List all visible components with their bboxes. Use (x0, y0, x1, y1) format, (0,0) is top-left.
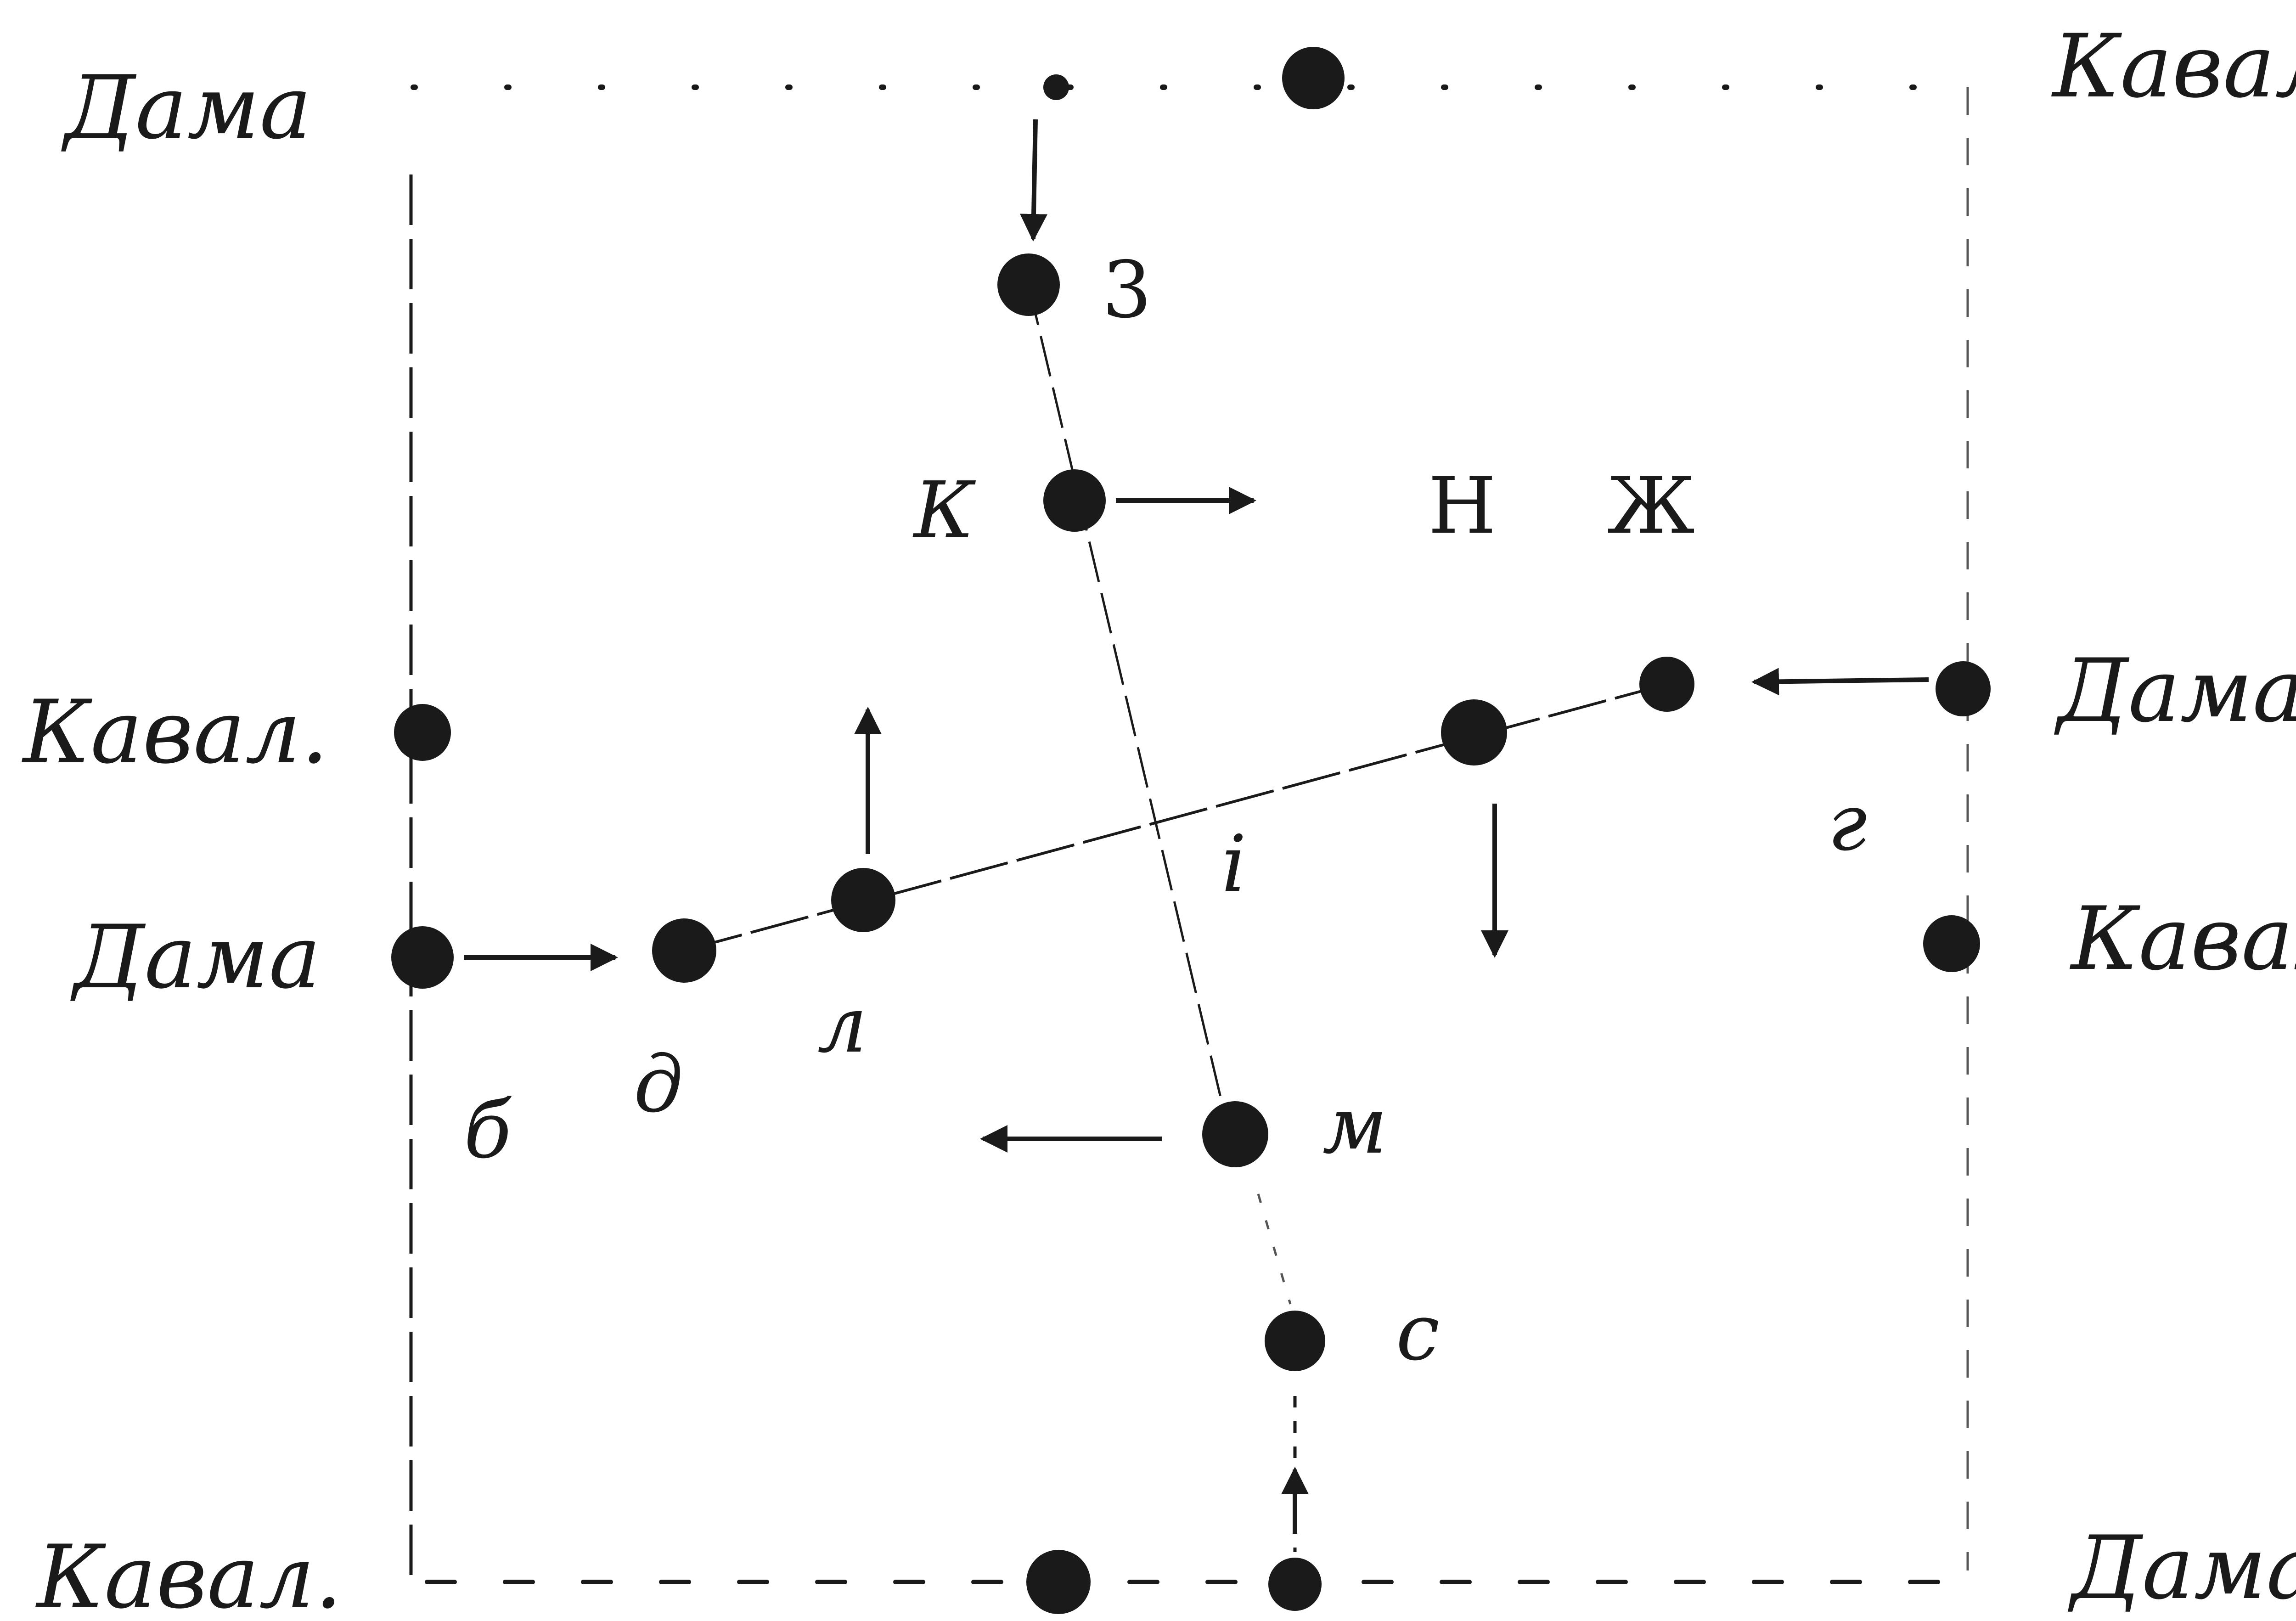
line-m-to-s (1257, 1193, 1292, 1305)
dancer-l (831, 868, 895, 932)
dancer-s (1265, 1311, 1325, 1371)
dancers (391, 47, 1991, 1614)
figure-lines (684, 284, 1667, 1552)
dancer-right-dama (1936, 661, 1991, 716)
label-right-kaval: Кавал. (2070, 888, 2296, 990)
dancer-bottom-mid (1268, 1558, 1322, 1611)
dancer-n (1441, 699, 1507, 765)
label-top-left-dama: Дама (61, 57, 312, 158)
dancer-right-kaval (1923, 915, 1980, 972)
label-top-right-kaval: Кавал. (2051, 16, 2296, 117)
labels: Дама Кавал. Кавал. Дама Дама Кавал. Кава… (22, 16, 2296, 1621)
arrow-down-to-z (1020, 119, 1048, 242)
arrow-left-to-zh (1751, 668, 1929, 696)
label-left-kaval: Кавал. (22, 681, 329, 783)
dancer-d (652, 918, 716, 983)
dancer-k (1043, 469, 1106, 532)
diagonal-line-z-to-m (1027, 284, 1227, 1121)
label-bottom-left-kaval: Кавал. (35, 1526, 343, 1621)
dancer-top-left-corner-dot (1043, 74, 1069, 100)
frame (409, 84, 1973, 1584)
letter-d: д (634, 1039, 683, 1130)
dancer-left-dama (391, 926, 454, 989)
letter-zh: Ж (1607, 461, 1695, 552)
letter-l: л (817, 979, 867, 1070)
letter-k: К (912, 465, 976, 556)
letter-g: г (1828, 777, 1867, 868)
dancer-top (1282, 47, 1345, 109)
letter-z: 3 (1102, 245, 1152, 336)
letter-labels: 3 К Н Ж г i л д б м с (464, 245, 1867, 1378)
dancer-left-kaval (394, 704, 451, 761)
dancer-m (1202, 1101, 1268, 1167)
dancer-bottom-left (1026, 1550, 1091, 1614)
dancer-zh (1639, 657, 1694, 712)
label-bottom-right-dama: Дама (2068, 1517, 2296, 1619)
letter-m: м (1322, 1081, 1387, 1171)
arrows (464, 119, 1929, 1534)
letter-i: i (1221, 819, 1246, 910)
dancer-z (997, 253, 1060, 316)
letter-n: Н (1428, 461, 1496, 552)
label-right-dama: Дама (2054, 640, 2296, 742)
label-left-dama: Дама (70, 906, 321, 1008)
letter-b: б (464, 1085, 512, 1176)
letter-s: с (1396, 1287, 1440, 1378)
